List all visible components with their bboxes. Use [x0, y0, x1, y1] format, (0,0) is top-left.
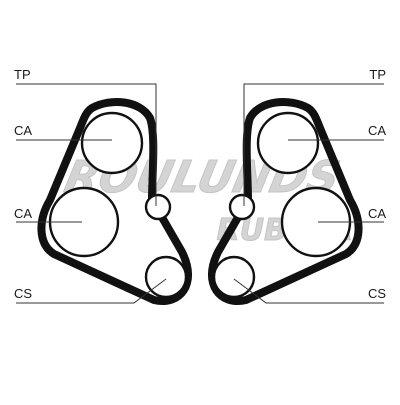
left-tp-leader-line — [16, 83, 157, 206]
left-cs-label: CS — [14, 286, 32, 301]
left-timing-belt — [37, 98, 192, 305]
right-belt-diagram — [208, 83, 384, 305]
right-labels: TP CA CA CS — [368, 67, 386, 301]
right-camshaft-pulley-upper — [256, 111, 320, 175]
right-tension-pulley — [228, 193, 256, 221]
right-tp-leader-line — [243, 83, 384, 206]
right-ca-lower-label: CA — [368, 206, 386, 221]
left-tension-pulley — [144, 193, 172, 221]
left-ca-lower-label: CA — [14, 206, 32, 221]
right-crankshaft-pulley — [212, 255, 256, 299]
left-ca-upper-label: CA — [14, 123, 32, 138]
right-cs-label: CS — [368, 286, 386, 301]
left-crankshaft-pulley — [144, 255, 188, 299]
left-camshaft-pulley-upper — [80, 111, 144, 175]
left-cs-leader-line — [16, 278, 167, 304]
right-tp-label: TP — [369, 67, 386, 82]
right-cs-leader-line — [233, 278, 384, 304]
left-tp-label: TP — [14, 67, 31, 82]
left-belt-diagram: TP CA CA CS — [14, 67, 192, 305]
right-ca-upper-label: CA — [368, 123, 386, 138]
right-timing-belt — [208, 98, 363, 305]
